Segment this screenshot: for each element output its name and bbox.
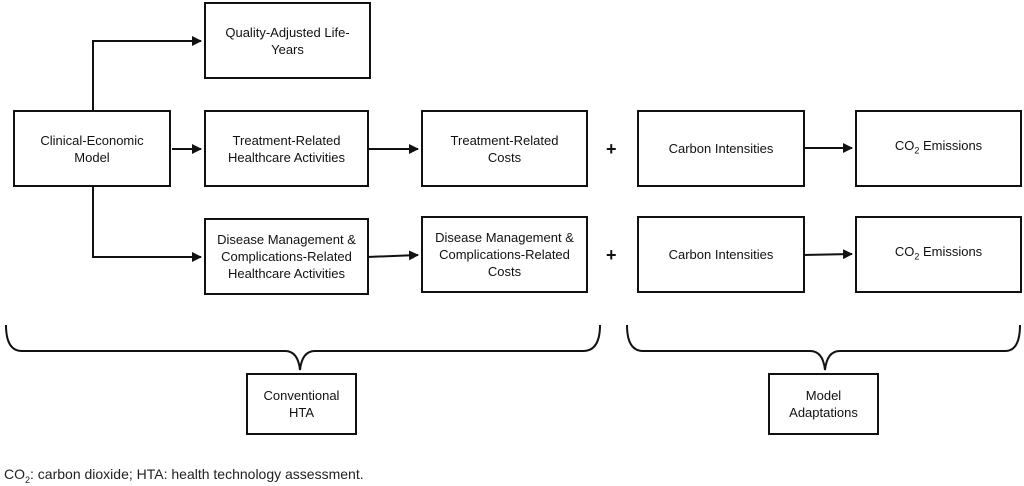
arrow-model-to-qaly bbox=[92, 36, 202, 110]
arrow-disease-activities-to-costs bbox=[366, 250, 419, 261]
carbon-intensities-box-2: Carbon Intensities bbox=[637, 216, 805, 293]
co2-suffix-1: Emissions bbox=[919, 138, 983, 154]
carbon-intensities-label-2: Carbon Intensities bbox=[668, 247, 774, 262]
co2-subscript-1: 2 bbox=[914, 145, 920, 156]
disease-activities-label: Disease Management & Complications-Relat… bbox=[217, 232, 356, 281]
treatment-activities-box: Treatment-Related Healthcare Activities bbox=[204, 110, 369, 187]
brace-model-adaptations bbox=[626, 324, 1021, 371]
co2-emissions-box-1: CO2 Emissions bbox=[855, 110, 1022, 187]
model-adaptations-label: Model Adaptations bbox=[789, 388, 858, 420]
treatment-costs-label: Treatment-Related Costs bbox=[450, 132, 559, 165]
brace-conventional-hta bbox=[5, 324, 601, 371]
co2-emissions-box-2: CO2 Emissions bbox=[855, 216, 1022, 293]
carbon-intensities-label-1: Carbon Intensities bbox=[668, 141, 774, 156]
co2-prefix-1: CO bbox=[894, 138, 915, 154]
carbon-intensities-box-1: Carbon Intensities bbox=[637, 110, 805, 187]
co2-prefix-2: CO bbox=[894, 244, 915, 260]
caption-co2-subscript: 2 bbox=[25, 474, 31, 485]
qaly-box: Quality-Adjusted Life-Years bbox=[204, 2, 371, 79]
clinical-economic-model-label: Clinical-Economic Model bbox=[40, 132, 144, 165]
arrow-model-to-disease-activities bbox=[92, 187, 202, 262]
conventional-hta-box: Conventional HTA bbox=[246, 373, 357, 435]
co2-subscript-2: 2 bbox=[914, 251, 920, 262]
arrow-carbon-to-emissions-2 bbox=[802, 249, 853, 260]
clinical-economic-model-box: Clinical-Economic Model bbox=[13, 110, 171, 187]
conventional-hta-label: Conventional HTA bbox=[263, 388, 340, 420]
treatment-costs-box: Treatment-Related Costs bbox=[421, 110, 588, 187]
disease-activities-box: Disease Management & Complications-Relat… bbox=[204, 218, 369, 295]
co2-emissions-label-2: CO2 Emissions bbox=[895, 243, 982, 266]
plus-sign-2: + bbox=[606, 245, 617, 265]
caption-text: : carbon dioxide; HTA: health technology… bbox=[30, 466, 364, 482]
co2-emissions-label-1: CO2 Emissions bbox=[895, 137, 982, 160]
disease-costs-label: Disease Management & Complications-Relat… bbox=[435, 230, 574, 279]
qaly-label: Quality-Adjusted Life-Years bbox=[225, 24, 350, 57]
caption-co-prefix: CO bbox=[4, 466, 25, 482]
model-adaptations-box: Model Adaptations bbox=[768, 373, 879, 435]
disease-costs-box: Disease Management & Complications-Relat… bbox=[421, 216, 588, 293]
figure-caption: CO2: carbon dioxide; HTA: health technol… bbox=[4, 466, 364, 485]
plus-sign-1: + bbox=[606, 139, 617, 159]
co2-suffix-2: Emissions bbox=[919, 244, 983, 260]
treatment-activities-label: Treatment-Related Healthcare Activities bbox=[227, 132, 346, 165]
